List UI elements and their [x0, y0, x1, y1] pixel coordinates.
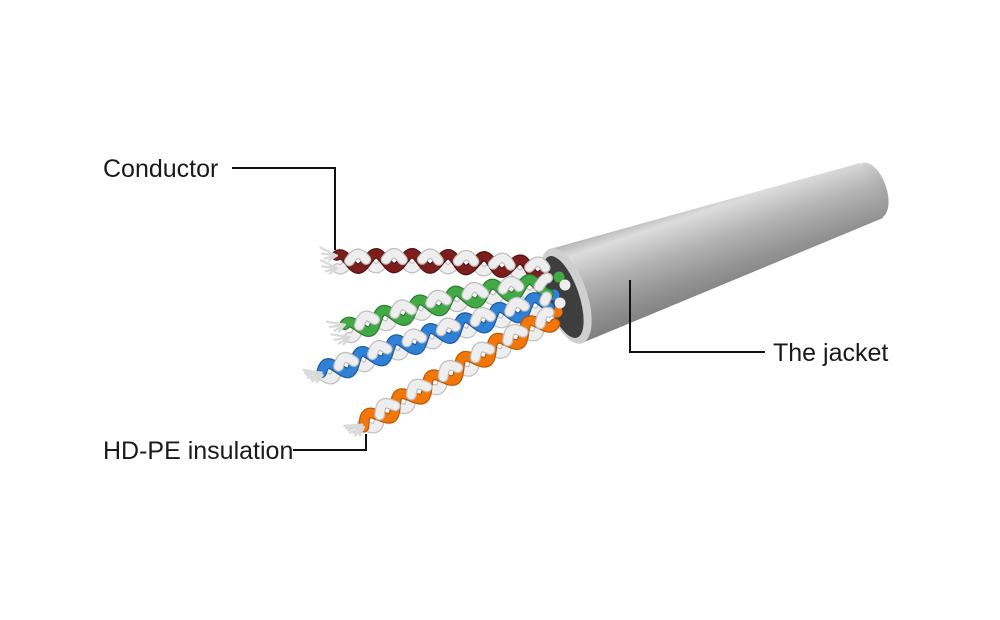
- wire-path: [536, 307, 554, 328]
- wire-path: [534, 273, 552, 291]
- wire-path: [418, 249, 443, 265]
- insulation-leader-line: [293, 434, 367, 451]
- bare-conductor-strand: [302, 368, 323, 374]
- twisted-pair-maroon: [319, 246, 551, 282]
- wire-cross-section: [553, 271, 565, 283]
- bare-conductor-strand: [319, 246, 338, 257]
- wire-path: [402, 329, 427, 347]
- twisted-pair-blue: [302, 291, 555, 385]
- wire-path: [345, 249, 371, 266]
- twisted-pair-green: [325, 272, 554, 346]
- wire-path: [407, 379, 432, 400]
- jacket-leader-line: [629, 280, 765, 353]
- twisted-pair-orange: [343, 306, 561, 437]
- twisted-pairs: [302, 246, 561, 437]
- bare-conductor-strand: [330, 333, 351, 339]
- label-conductor: Conductor: [103, 155, 218, 183]
- conductor-leader-line: [232, 167, 336, 250]
- label-hdpe-insulation: HD-PE insulation: [103, 437, 293, 465]
- wire-path: [503, 325, 528, 346]
- wire-path: [462, 283, 488, 300]
- wire-path: [470, 308, 495, 326]
- wire-cross-section: [554, 297, 566, 309]
- wire-path: [525, 257, 550, 272]
- wire-path: [439, 361, 463, 381]
- wire-path: [375, 399, 400, 420]
- bare-conductor-strand: [320, 259, 339, 270]
- wire-path: [340, 275, 553, 336]
- wire-path: [489, 253, 515, 270]
- wire-path: [390, 300, 416, 318]
- wire-path: [453, 251, 479, 266]
- wire-path: [368, 341, 392, 359]
- wire-path: [334, 353, 359, 371]
- leader-lines: [232, 167, 765, 451]
- cut-face-wire-cross-sections: [548, 271, 571, 318]
- bare-conductor-strand: [325, 320, 346, 326]
- wire-path: [426, 290, 451, 308]
- wire-path: [381, 249, 407, 264]
- label-the-jacket: The jacket: [773, 339, 888, 367]
- wire-path: [505, 298, 529, 316]
- wire-cross-section: [559, 279, 571, 291]
- bare-conductor-strand: [344, 426, 365, 430]
- cable-jacket: [540, 162, 889, 344]
- jacket-cut-face: [542, 256, 584, 338]
- wire-path: [498, 277, 524, 294]
- jacket-body: [550, 163, 883, 343]
- wire-path: [355, 311, 379, 330]
- bare-conductor-strand: [343, 423, 364, 427]
- wire-path: [540, 292, 551, 306]
- wire-path: [471, 342, 495, 363]
- labels: Conductor HD-PE insulation The jacket: [103, 155, 888, 465]
- wire-path: [436, 318, 460, 336]
